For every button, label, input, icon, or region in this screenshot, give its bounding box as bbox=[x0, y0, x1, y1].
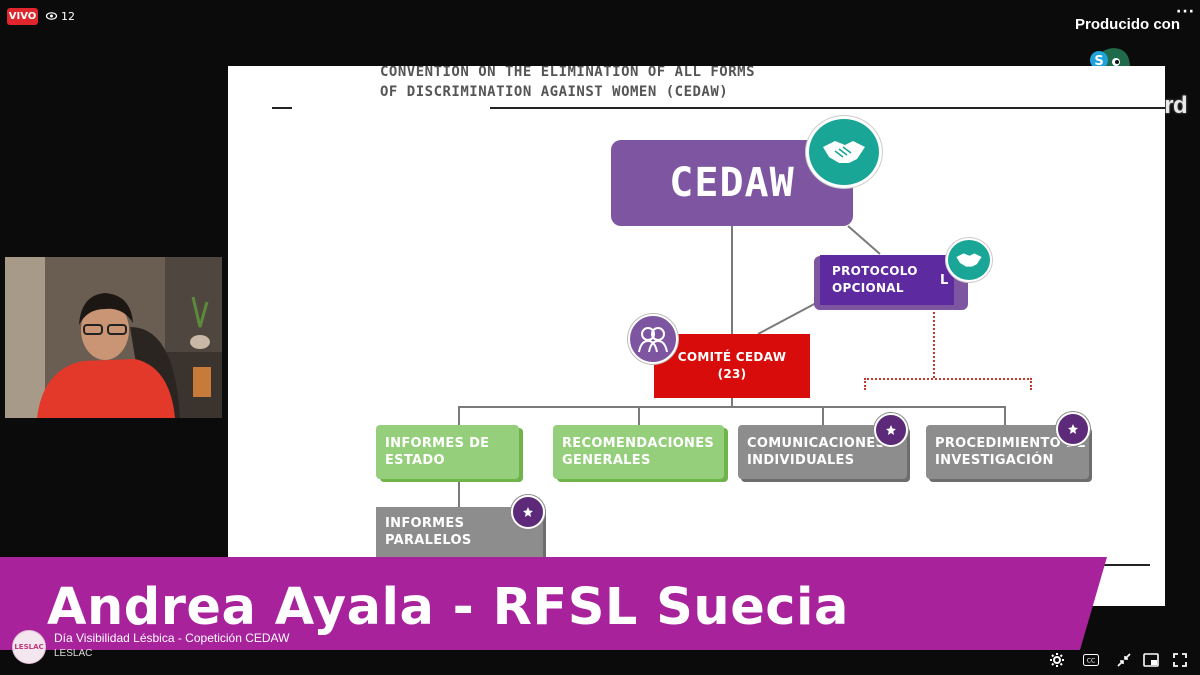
captions-icon[interactable]: CC bbox=[1081, 651, 1101, 669]
connector-diagonals bbox=[757, 225, 881, 335]
slide-title: CONVENTION ON THE ELIMINATION OF ALL FOR… bbox=[380, 66, 780, 102]
slide-title-line1: CONVENTION ON THE ELIMINATION OF ALL FOR… bbox=[380, 66, 756, 80]
informes-de-estado-box: INFORMES DE ESTADO bbox=[376, 425, 519, 479]
leaf-label-line1: INFORMES DE bbox=[385, 436, 490, 451]
connector-line bbox=[458, 406, 460, 425]
dotted-connector bbox=[933, 312, 935, 378]
presentation-slide: CONVENTION ON THE ELIMINATION OF ALL FOR… bbox=[228, 66, 1165, 606]
leaf-label-line1: RECOMENDACIONES bbox=[562, 436, 715, 451]
procedimiento-de-investigacion-box: PROCEDIMIENTO DE INVESTIGACIÓN bbox=[926, 425, 1089, 479]
handshake-icon bbox=[806, 116, 882, 188]
lower-third-banner bbox=[0, 557, 1107, 650]
divider bbox=[272, 107, 292, 109]
connector-line bbox=[458, 479, 460, 507]
channel-name[interactable]: LESLAC bbox=[54, 648, 93, 659]
leaf-label-line1: INFORMES bbox=[385, 516, 465, 531]
leaf-label-line2: ESTADO bbox=[385, 453, 445, 468]
dotted-connector bbox=[1030, 378, 1032, 390]
divider bbox=[490, 107, 1165, 109]
leaf-label-line2: GENERALES bbox=[562, 453, 651, 468]
slide-title-line2: OF DISCRIMINATION AGAINST WOMEN (CEDAW) bbox=[380, 84, 729, 100]
connector-line bbox=[731, 398, 733, 408]
produced-by-label: Producido con bbox=[1075, 16, 1180, 33]
picture-in-picture-icon[interactable] bbox=[1141, 651, 1161, 669]
connector-line bbox=[731, 226, 733, 334]
leaf-label-line2: PARALELOS bbox=[385, 533, 472, 548]
handshake-icon bbox=[946, 238, 992, 282]
connector-line bbox=[822, 406, 824, 425]
protocolo-line2: OPCIONAL bbox=[832, 281, 904, 295]
star-icon bbox=[1056, 412, 1090, 446]
svg-text:S: S bbox=[1094, 54, 1103, 69]
protocolo-suffix: L bbox=[940, 273, 949, 288]
connector-line bbox=[638, 406, 640, 425]
group-people-icon bbox=[628, 314, 678, 364]
speaker-webcam bbox=[5, 257, 222, 418]
viewer-count: 12 bbox=[45, 8, 75, 25]
leaf-label-line1: COMUNICACIONES bbox=[747, 436, 886, 451]
speaker-name: Andrea Ayala - RFSL Suecia bbox=[47, 578, 849, 637]
protocolo-line1: PROTOCOLO bbox=[832, 264, 918, 278]
star-icon bbox=[874, 413, 908, 447]
more-options-icon[interactable]: ··· bbox=[1176, 4, 1195, 20]
channel-avatar[interactable]: LESLAC bbox=[12, 630, 46, 664]
leaf-label-line2: INDIVIDUALES bbox=[747, 453, 855, 468]
stream-title[interactable]: Día Visibilidad Lésbica - Copetición CED… bbox=[54, 631, 290, 645]
collapse-icon[interactable] bbox=[1114, 651, 1134, 669]
comite-line1: COMITÉ CEDAW bbox=[677, 350, 787, 364]
viewer-count-value: 12 bbox=[61, 10, 75, 23]
live-badge: VIVO bbox=[7, 8, 38, 25]
dotted-connector bbox=[864, 378, 866, 390]
star-icon bbox=[511, 495, 545, 529]
eye-icon bbox=[45, 10, 58, 23]
connector-line bbox=[458, 406, 1006, 408]
dotted-connector bbox=[864, 378, 1032, 380]
leaf-label-line1: PROCEDIMIENTO DE bbox=[935, 436, 1087, 451]
connector-line bbox=[1004, 406, 1006, 425]
svg-text:CC: CC bbox=[1087, 658, 1095, 665]
comite-cedaw-box: COMITÉ CEDAW (23) bbox=[654, 334, 810, 398]
leaf-label-line2: INVESTIGACIÓN bbox=[935, 453, 1054, 468]
comite-line2: (23) bbox=[717, 367, 747, 381]
protocolo-opcional-box: PROTOCOLO OPCIONAL bbox=[820, 255, 954, 305]
recomendaciones-generales-box: RECOMENDACIONES GENERALES bbox=[553, 425, 724, 479]
fullscreen-icon[interactable] bbox=[1170, 651, 1190, 669]
settings-icon[interactable] bbox=[1047, 651, 1067, 669]
